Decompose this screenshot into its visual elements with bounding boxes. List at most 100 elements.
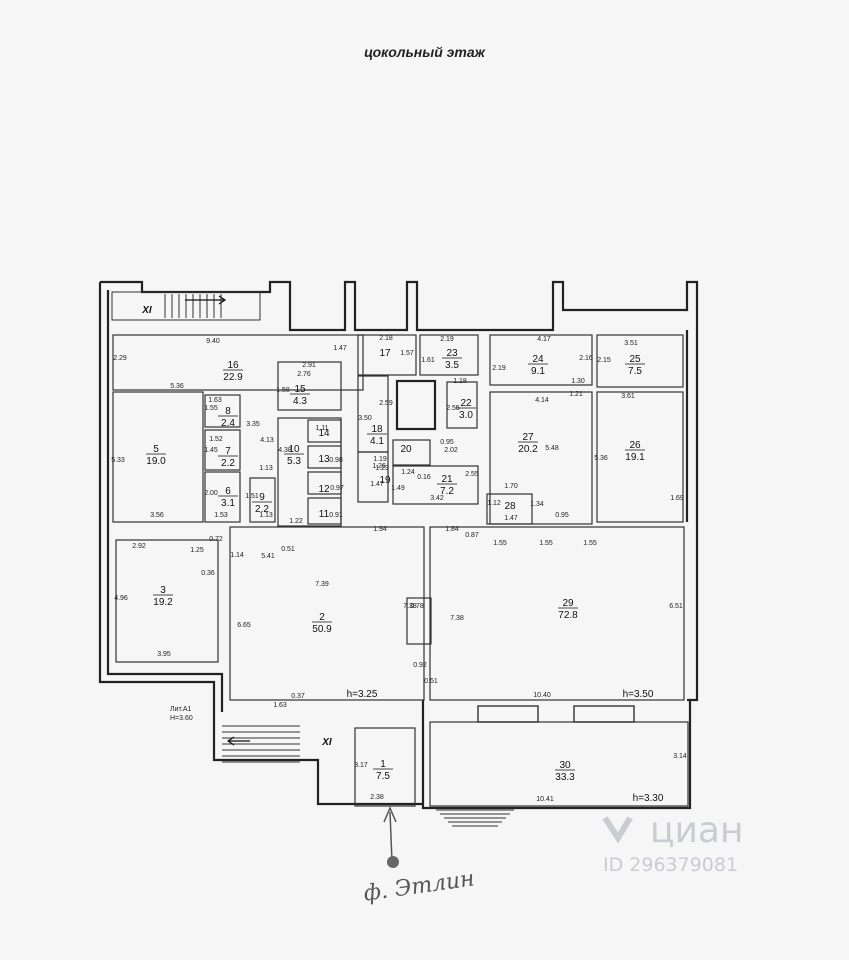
- dimension-label: 3.95: [157, 651, 171, 658]
- dimension-label: 1.45: [204, 447, 218, 454]
- dimension-label: 4.14: [535, 397, 549, 404]
- dimension-label: 0.98: [329, 457, 343, 464]
- dimension-label: 0.16: [417, 474, 431, 481]
- dimension-label: 0.87: [465, 532, 479, 539]
- dimension-label: 2.19: [440, 336, 454, 343]
- dimension-label: 1.94: [373, 526, 387, 533]
- dimension-label: 5.41: [261, 553, 275, 560]
- dimension-label: 2.16: [579, 355, 593, 362]
- room-number: 28: [504, 501, 516, 512]
- floor-plan-title: цокольный этаж: [364, 44, 485, 60]
- dimension-label: 1.30: [571, 378, 585, 385]
- room-number: 30: [559, 760, 571, 771]
- dimension-label: 2.19: [492, 365, 506, 372]
- watermark-brand: циан: [650, 810, 744, 851]
- dimension-label: 5.36: [594, 455, 608, 462]
- dimension-label: 5.48: [545, 445, 559, 452]
- section-mark: XI: [321, 737, 332, 748]
- dimension-label: 6.65: [237, 622, 251, 629]
- room-area: 7.5: [628, 366, 642, 377]
- dimension-label: 1.55: [493, 540, 507, 547]
- room-area: 9.1: [531, 366, 545, 377]
- room-area: 4.3: [293, 396, 307, 407]
- litera-height: H=3.60: [170, 715, 193, 722]
- dimension-label: 0.91: [329, 512, 343, 519]
- dimension-label: 7.38: [450, 615, 464, 622]
- walls: [98, 280, 699, 810]
- dimension-label: 2.29: [113, 355, 127, 362]
- dimension-label: 5.33: [111, 457, 125, 464]
- dimension-label: 4.17: [537, 336, 551, 343]
- room-area: 7.2: [440, 486, 454, 497]
- watermark-id: ID 296379081: [603, 854, 738, 876]
- dimension-label: 2.76: [297, 371, 311, 378]
- dimension-label: 1.26: [372, 463, 386, 470]
- dimension-label: 0.51: [281, 546, 295, 553]
- room-number: 15: [294, 384, 306, 395]
- dimension-label: 2.59: [379, 400, 393, 407]
- room-outlines: [112, 334, 689, 807]
- room-area: 22.9: [223, 372, 243, 383]
- dimension-label: 3.50: [358, 415, 372, 422]
- room-number: 26: [629, 440, 641, 451]
- room-number: 22: [460, 398, 472, 409]
- room-number: 2: [319, 612, 325, 623]
- ceiling-height: h=3.50: [623, 689, 654, 700]
- dimension-label: 3.56: [150, 512, 164, 519]
- dimension-label: 1.70: [504, 483, 518, 490]
- dimension-label: 0.95: [440, 439, 454, 446]
- dimension-label: 2.55: [446, 405, 460, 412]
- section-mark: XI: [141, 305, 152, 316]
- dimension-label: 2.38: [370, 794, 384, 801]
- room-area: 2.2: [221, 458, 235, 469]
- room-number: 3: [160, 585, 166, 596]
- room-area: 5.3: [287, 456, 301, 467]
- room-area: 4.1: [370, 436, 384, 447]
- room-number: 7: [225, 446, 231, 457]
- dimension-label: 6.51: [669, 603, 683, 610]
- dimension-label: 10.40: [533, 692, 551, 699]
- room-number: 27: [522, 432, 534, 443]
- dimension-label: 10.41: [536, 796, 554, 803]
- room-number: 29: [562, 598, 574, 609]
- handwritten-note: ф. Этлин: [362, 866, 476, 906]
- dimension-label: 1.47: [333, 345, 347, 352]
- dimension-label: 0.78: [410, 603, 424, 610]
- dimension-label: 1.25: [190, 547, 204, 554]
- room-number: 5: [153, 444, 159, 455]
- room-number: 16: [227, 360, 239, 371]
- dimension-label: 1.13: [259, 512, 273, 519]
- room-area: 50.9: [312, 624, 332, 635]
- ceiling-height: h=3.25: [347, 689, 378, 700]
- room-number: 11: [319, 509, 330, 520]
- dimension-label: 1.14: [230, 552, 244, 559]
- dimension-label: 4.96: [114, 595, 128, 602]
- room-number: 19: [379, 475, 391, 486]
- dimension-label: 1.49: [391, 485, 405, 492]
- room-number: 25: [629, 354, 641, 365]
- dimension-label: 1.21: [569, 391, 583, 398]
- room-number: 17: [379, 348, 391, 359]
- room-area: 20.2: [518, 444, 538, 455]
- room-number: 14: [318, 428, 330, 439]
- room-area: 19.2: [153, 597, 173, 608]
- dimension-label: 0.51: [424, 678, 438, 685]
- dimension-label: 1.63: [273, 702, 287, 709]
- dimension-label: 0.97: [330, 485, 344, 492]
- dimension-label: 7.38: [403, 603, 417, 610]
- dimension-label: 4.38: [278, 447, 292, 454]
- dimension-label: 1.55: [204, 405, 218, 412]
- dimension-label: 2.18: [379, 335, 393, 342]
- dimension-label: 1.18: [453, 378, 467, 385]
- dimension-label: 1.19: [373, 456, 387, 463]
- dimension-label: 1.12: [487, 500, 501, 507]
- dimension-label: 7.39: [315, 581, 329, 588]
- dimension-labels: 9.402.291.475.365.333.561.631.551.521.45…: [111, 335, 687, 803]
- watermark: циан ID 296379081: [602, 810, 744, 876]
- dimension-label: 1.55: [583, 540, 597, 547]
- room-area: 3.1: [221, 498, 235, 509]
- room-area: 3.0: [459, 410, 473, 421]
- dimension-label: 1.53: [214, 512, 228, 519]
- room-number: 1: [380, 759, 386, 770]
